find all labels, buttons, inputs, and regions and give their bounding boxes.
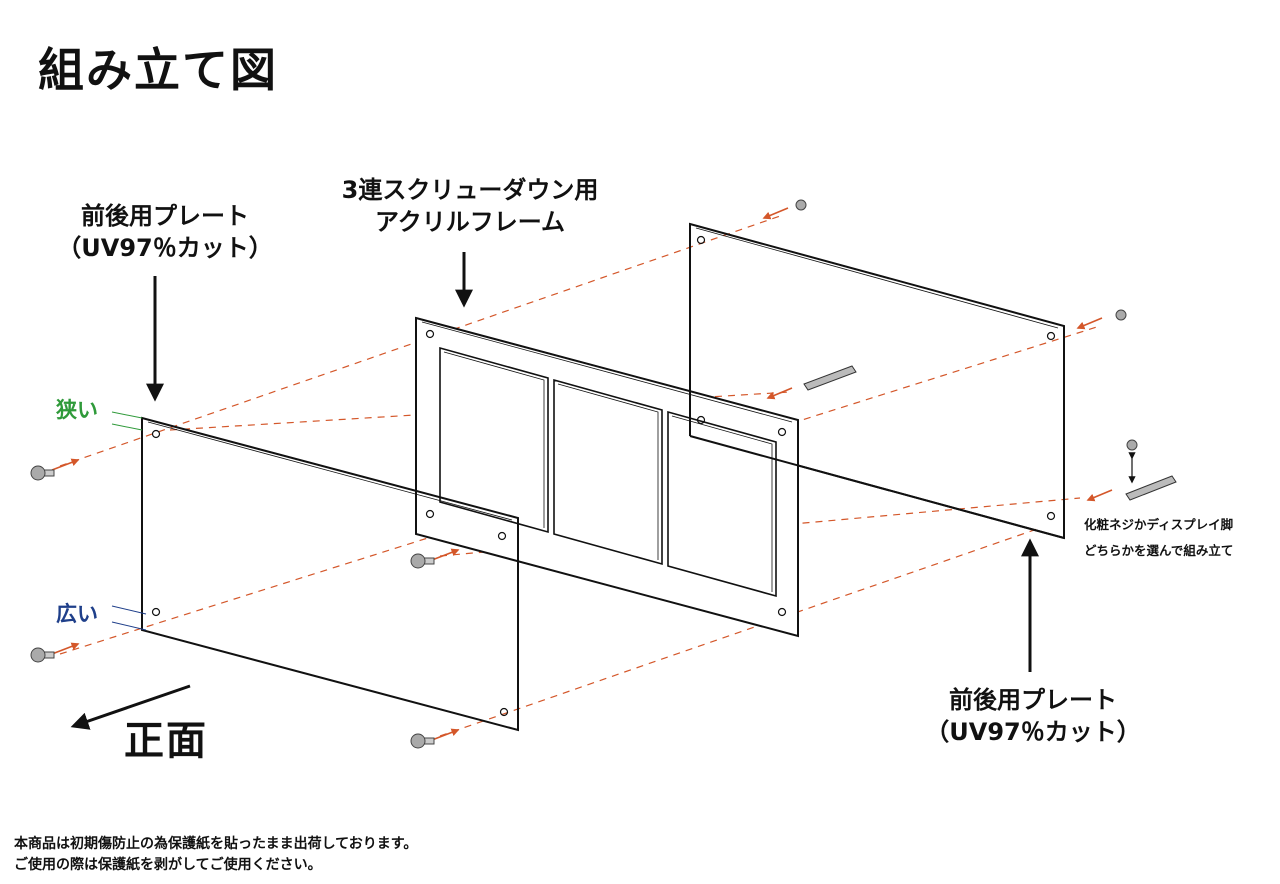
screw-icon xyxy=(795,199,807,211)
footer-note: 本商品は初期傷防止の為保護紙を貼ったまま出荷しております。 ご使用の際は保護紙を… xyxy=(14,834,417,876)
front-plate-label: 前後用プレート （UV97％カット） xyxy=(40,200,290,264)
frame-window xyxy=(667,410,777,598)
screw-icon xyxy=(410,553,435,569)
display-leg-icon xyxy=(1125,475,1177,501)
front-direction-label: 正面 xyxy=(124,718,208,764)
screw-hole xyxy=(696,415,706,425)
insert-arrow xyxy=(431,728,460,741)
screw-hole xyxy=(425,509,435,519)
front-plate-label-line1: 前後用プレート xyxy=(81,202,249,230)
screw-icon xyxy=(1115,309,1127,321)
insert-arrow xyxy=(762,207,789,220)
insert-arrow xyxy=(51,458,80,471)
screw-icon xyxy=(30,647,55,663)
insert-arrow xyxy=(51,642,80,655)
screw-hole xyxy=(425,329,435,339)
back-plate-label: 前後用プレート （UV97％カット） xyxy=(908,684,1158,748)
frame-label-line2: アクリルフレーム xyxy=(374,208,566,236)
narrow-indicator xyxy=(111,411,143,431)
wide-indicator xyxy=(111,605,147,631)
wide-label: 広い xyxy=(56,602,98,626)
screw-hole xyxy=(1046,511,1056,521)
screws xyxy=(30,199,1138,749)
display-leg-icon xyxy=(803,365,857,391)
screw-hole xyxy=(497,531,507,541)
insert-arrow xyxy=(1086,489,1113,502)
insert-arrow xyxy=(1076,317,1103,330)
page-title: 組み立て図 xyxy=(38,43,278,97)
screw-hole xyxy=(151,429,161,439)
screw-hole xyxy=(1046,331,1056,341)
frame-window xyxy=(553,378,663,566)
screw-hole xyxy=(777,427,787,437)
option-note-line2: どちらかを選んで組み立て xyxy=(1084,543,1234,558)
frame-label: 3連スクリューダウン用 アクリルフレーム xyxy=(320,174,620,238)
front-plate xyxy=(141,416,519,732)
pointer-arrows xyxy=(70,252,1039,730)
front-direction-arrow-icon xyxy=(70,684,191,730)
frame-label-line1: 3連スクリューダウン用 xyxy=(341,176,599,204)
screw-hole xyxy=(151,607,161,617)
insertion-arrows xyxy=(51,207,1113,741)
footer-note-line1: 本商品は初期傷防止の為保護紙を貼ったまま出荷しております。 xyxy=(14,836,418,852)
guide-line xyxy=(439,527,1041,737)
back-plate-label-line1: 前後用プレート xyxy=(949,686,1117,714)
screw-icon xyxy=(1126,439,1138,451)
back-plate-label-line2: （UV97％カット） xyxy=(925,718,1141,746)
screw-icon xyxy=(30,465,55,481)
option-note-line1: 化粧ネジかディスプレイ脚 xyxy=(1084,517,1234,532)
screw-icon xyxy=(410,733,435,749)
option-note: 化粧ネジかディスプレイ脚 どちらかを選んで組み立て xyxy=(1084,512,1233,564)
narrow-label: 狭い xyxy=(56,398,98,422)
front-plate-label-line2: （UV97％カット） xyxy=(57,234,273,262)
acrylic-frame xyxy=(415,316,799,638)
frame-window xyxy=(439,346,549,534)
screw-hole xyxy=(499,707,509,717)
insert-arrow xyxy=(431,548,460,561)
screw-hole xyxy=(777,607,787,617)
screw-hole xyxy=(696,235,706,245)
insert-arrow xyxy=(766,387,793,400)
footer-note-line2: ご使用の際は保護紙を剥がしてご使用ください。 xyxy=(14,857,322,873)
